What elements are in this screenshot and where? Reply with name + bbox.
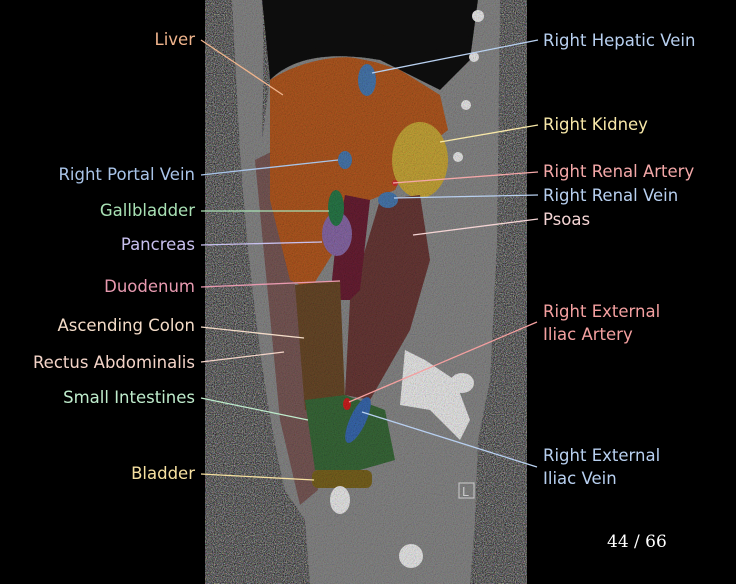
orientation-marker-box (458, 482, 475, 499)
leader-line-right-hepatic-vein (371, 39, 539, 74)
label-right-renal-artery: Right Renal Artery (543, 162, 695, 181)
femoral-head (450, 373, 474, 393)
right-external-iliac-vein-region (345, 397, 371, 443)
label-ascending-colon: Ascending Colon (57, 316, 195, 335)
leader-line-small-intestines (200, 397, 309, 421)
slice-indicator: 44 / 66 (607, 532, 667, 552)
bladder-region (312, 470, 372, 488)
leader-line-right-renal-artery (392, 171, 539, 184)
label-right-renal-vein: Right Renal Vein (543, 186, 679, 205)
right-hepatic-vein-region (358, 64, 376, 96)
label-bladder: Bladder (131, 464, 195, 483)
label-liver: Liver (154, 30, 195, 49)
label-right-external-iliac-vein: Right External Iliac Vein (543, 446, 661, 488)
psoas-region (345, 195, 430, 400)
label-small-intestines: Small Intestines (63, 388, 195, 407)
leader-line-ascending-colon (200, 326, 305, 339)
label-duodenum: Duodenum (104, 277, 195, 296)
leader-line-right-kidney (439, 124, 539, 143)
leader-line-right-external-iliac-artery (348, 321, 538, 403)
label-right-external-iliac-artery: Right External Iliac Artery (543, 302, 661, 344)
right-external-iliac-artery-region (343, 398, 351, 410)
label-right-kidney: Right Kidney (543, 115, 648, 134)
ascending-colon-region (295, 280, 345, 410)
leader-line-right-portal-vein (200, 159, 339, 176)
pubic-bone (330, 486, 350, 514)
label-rectus-abdominalis: Rectus Abdominalis (32, 353, 195, 372)
leader-line-psoas (412, 218, 539, 236)
right-renal-vein-region (378, 192, 398, 208)
leader-line-bladder (200, 473, 315, 481)
gallbladder-region (328, 190, 344, 226)
label-right-hepatic-vein: Right Hepatic Vein (543, 31, 696, 50)
right-kidney-region (392, 122, 448, 198)
orientation-marker: L (462, 485, 469, 499)
label-pancreas: Pancreas (120, 235, 195, 254)
label-gallbladder: Gallbladder (99, 201, 195, 220)
label-psoas: Psoas (543, 210, 591, 229)
label-right-portal-vein: Right Portal Vein (58, 165, 195, 184)
leader-line-right-external-iliac-vein (361, 411, 538, 468)
liver-region (270, 57, 448, 290)
ischium-bone (399, 544, 423, 568)
right-portal-vein-region (338, 151, 352, 169)
leader-line-pancreas (200, 241, 323, 246)
leader-line-rectus-abdominalis (200, 351, 285, 363)
duodenum-region (330, 195, 370, 300)
leader-line-liver (200, 39, 284, 96)
rectus-abdominalis-region (255, 150, 318, 505)
leader-line-right-renal-vein (393, 194, 539, 199)
leader-lines (200, 39, 539, 481)
leader-line-duodenum (200, 280, 341, 288)
pancreas-region (322, 212, 352, 256)
